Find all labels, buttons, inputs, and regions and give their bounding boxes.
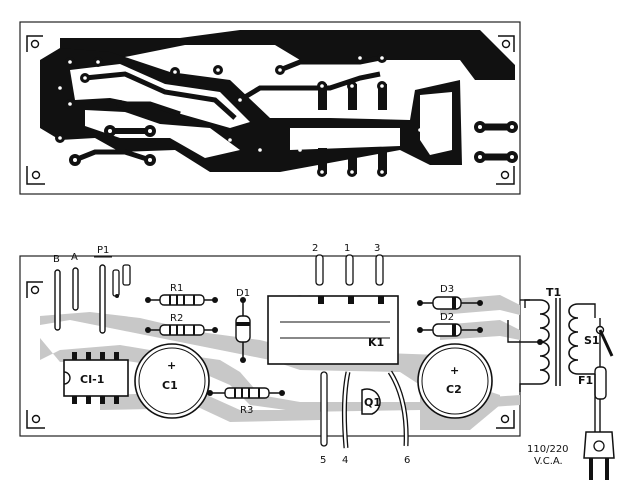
- svg-text:110/220: 110/220: [527, 444, 569, 455]
- copper-pour-top-rail: [60, 30, 515, 80]
- copper-layout: [19, 21, 521, 195]
- pin-b: B: [53, 254, 61, 331]
- potentiometer-p1: P1: [94, 245, 131, 334]
- relay-k1: 2 1 3 K1: [267, 243, 399, 365]
- svg-text:1: 1: [344, 243, 350, 254]
- pin-a: A: [71, 252, 79, 311]
- svg-text:D3: D3: [440, 284, 454, 295]
- svg-text:D2: D2: [440, 312, 454, 323]
- svg-text:V.C.A.: V.C.A.: [534, 456, 563, 467]
- capacitor-c1: + C1: [134, 343, 210, 419]
- svg-text:+: +: [450, 364, 459, 377]
- svg-text:D1: D1: [236, 288, 250, 299]
- diode-d1: D1: [235, 288, 251, 363]
- svg-text:C1: C1: [162, 379, 178, 392]
- resistor-r2: R2: [145, 313, 218, 336]
- component-layout: B A P1 R1: [19, 243, 615, 480]
- svg-text:5: 5: [320, 455, 326, 466]
- mount-hole-icon: [26, 35, 43, 52]
- svg-text:2: 2: [312, 243, 318, 254]
- transistor-q1: Q1: [361, 388, 381, 415]
- switch-s1: S1: [584, 318, 614, 357]
- svg-text:4: 4: [342, 455, 348, 466]
- mount-hole-icon: [26, 410, 45, 429]
- svg-text:3: 3: [374, 243, 380, 254]
- svg-text:B: B: [53, 254, 60, 265]
- capacitor-c2: + C2: [417, 343, 493, 419]
- svg-text:C2: C2: [446, 383, 462, 396]
- svg-text:S1: S1: [584, 334, 600, 347]
- svg-text:6: 6: [404, 455, 410, 466]
- transformer-t1: T1: [507, 286, 596, 392]
- svg-text:CI-1: CI-1: [80, 373, 104, 386]
- board-outline-bottom: [19, 255, 521, 437]
- board-outline-top: [19, 21, 521, 195]
- svg-text:R3: R3: [240, 405, 253, 416]
- svg-text:T1: T1: [546, 286, 561, 299]
- mount-hole-icon: [498, 35, 515, 52]
- mount-hole-icon: [26, 166, 45, 185]
- svg-text:A: A: [71, 252, 78, 263]
- svg-text:Q1: Q1: [364, 396, 381, 409]
- ic-ci1: CI-1: [63, 352, 129, 404]
- svg-text:R2: R2: [170, 313, 183, 324]
- relay-pins-bottom: 5 4 6: [320, 370, 410, 466]
- copper-pads: [55, 53, 518, 177]
- diode-d3: D3: [417, 284, 483, 310]
- mains-plug-icon: 110/220 V.C.A.: [527, 431, 615, 480]
- mount-hole-icon: [26, 281, 43, 298]
- svg-text:R1: R1: [170, 283, 183, 294]
- svg-text:K1: K1: [368, 336, 384, 349]
- svg-text:F1: F1: [578, 374, 593, 387]
- svg-text:P1: P1: [97, 245, 109, 256]
- svg-text:+: +: [167, 359, 176, 372]
- diode-d2: D2: [417, 312, 483, 337]
- fuse-f1: F1: [578, 345, 607, 432]
- mount-hole-icon: [496, 166, 515, 185]
- resistor-r1: R1: [145, 283, 218, 306]
- mount-hole-icon: [496, 410, 515, 429]
- resistor-r3: R3: [207, 387, 285, 416]
